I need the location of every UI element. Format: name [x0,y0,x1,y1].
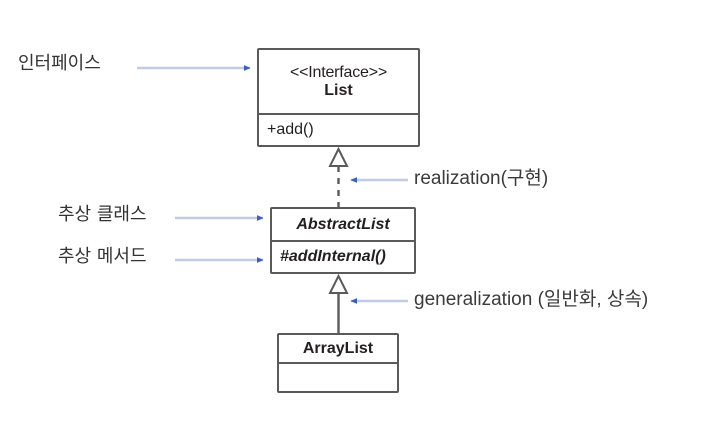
uml-class-list-stereotype: <<Interface>> [289,63,388,81]
uml-class-list-name: List [324,81,353,99]
uml-class-list-members: +add() [259,113,418,145]
annotation-label-generalization: generalization (일반화, 상속) [414,289,649,310]
uml-class-list-header: <<Interface>> List [259,50,418,113]
uml-class-abstractlist[interactable]: AbstractList #addInternal() [270,207,416,274]
annotation-label-realization: realization(구현) [414,168,549,189]
uml-class-arraylist-members [279,362,397,391]
uml-class-list[interactable]: <<Interface>> List +add() [257,48,420,147]
uml-class-abstractlist-name: AbstractList [296,215,390,233]
annotation-label-abstract-method: 추상 메서드 [58,246,147,267]
uml-class-arraylist[interactable]: ArrayList [277,333,399,393]
uml-class-abstractlist-members: #addInternal() [272,240,414,272]
uml-class-list-member-add: +add() [267,121,314,138]
uml-class-abstractlist-member-addinternal: #addInternal() [280,248,386,265]
uml-class-abstractlist-header: AbstractList [272,209,414,240]
uml-class-arraylist-header: ArrayList [279,335,397,362]
uml-class-arraylist-name: ArrayList [302,339,374,357]
realization-connector [328,146,349,207]
generalization-connector [328,273,349,333]
annotation-label-abstract-class: 추상 클래스 [58,204,147,225]
annotation-label-interface: 인터페이스 [18,53,101,74]
